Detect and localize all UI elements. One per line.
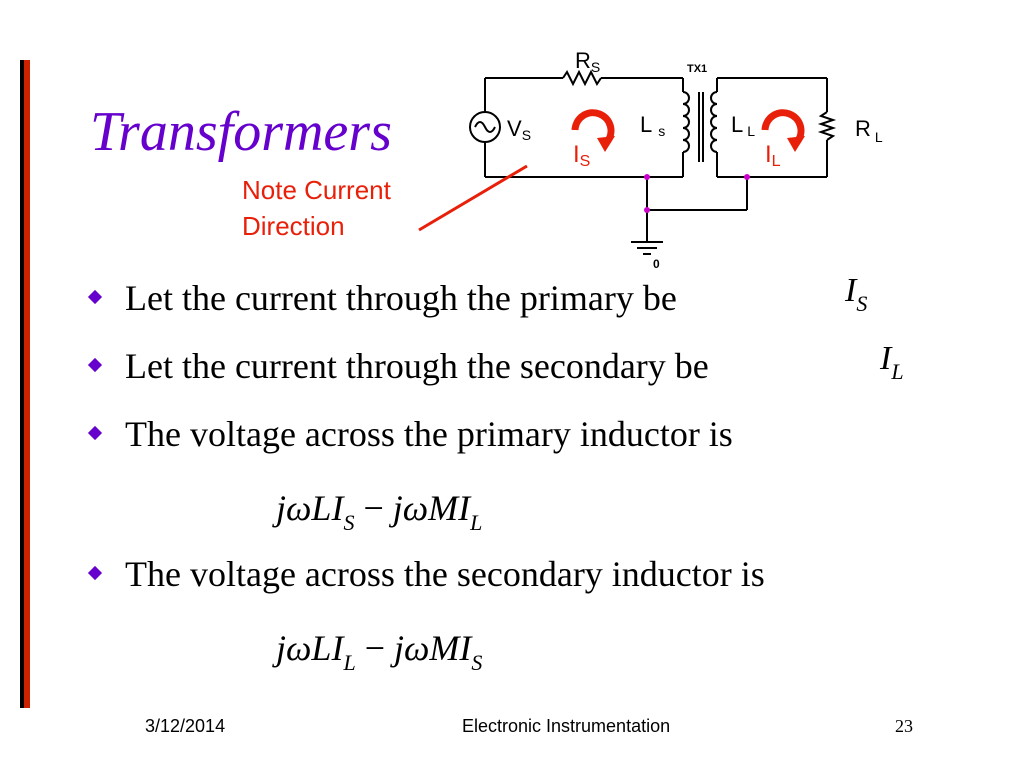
bullet-diamond-icon: [87, 565, 103, 581]
rs-label: RS: [575, 48, 600, 75]
il-current-label: IL: [765, 141, 781, 170]
equation-primary: jωLIS − jωMIL: [276, 488, 483, 535]
bullet-item: The voltage across the secondary inducto…: [87, 546, 990, 614]
left-black-bar: [20, 60, 24, 708]
bullet-diamond-icon: [87, 425, 103, 441]
bullet-item: Let the current through the secondary be: [87, 338, 990, 406]
bullet-diamond-icon: [87, 289, 103, 305]
bullet-text: The voltage across the secondary inducto…: [125, 554, 765, 594]
equation-secondary: jωLIL − jωMIS: [276, 628, 483, 675]
note-line-2: Direction: [242, 211, 345, 241]
primary-current-arrow-icon: [571, 109, 615, 152]
bullet-text: Let the current through the secondary be: [125, 346, 709, 386]
footer-date: 3/12/2014: [145, 716, 226, 736]
bullet-text: The voltage across the primary inductor …: [125, 414, 733, 454]
ground-icon: [631, 241, 663, 255]
slide-title: Transformers: [90, 101, 392, 163]
tx1-label: TX1: [687, 63, 707, 75]
footer-course: Electronic Instrumentation: [462, 716, 671, 736]
bullet-item: The voltage across the primary inductor …: [87, 406, 990, 474]
bullet-list: Let the current through the primary be L…: [87, 270, 990, 686]
note-line-1: Note Current: [242, 175, 391, 205]
ground-label: 0: [653, 257, 660, 270]
bullet-item: Let the current through the primary be: [87, 270, 990, 338]
is-symbol: IS: [845, 272, 868, 316]
footer-page-number: 23: [895, 716, 913, 736]
il-symbol: IL: [880, 340, 904, 384]
bullet-diamond-icon: [87, 357, 103, 373]
left-red-bar: [24, 60, 30, 708]
vs-label: VS: [507, 116, 531, 143]
note-current-direction: Note Current Direction: [242, 172, 391, 244]
is-current-label: IS: [573, 141, 590, 170]
bullet-text: Let the current through the primary be: [125, 278, 677, 318]
secondary-current-arrow-icon: [761, 109, 805, 152]
note-pointer-line: [418, 164, 528, 232]
